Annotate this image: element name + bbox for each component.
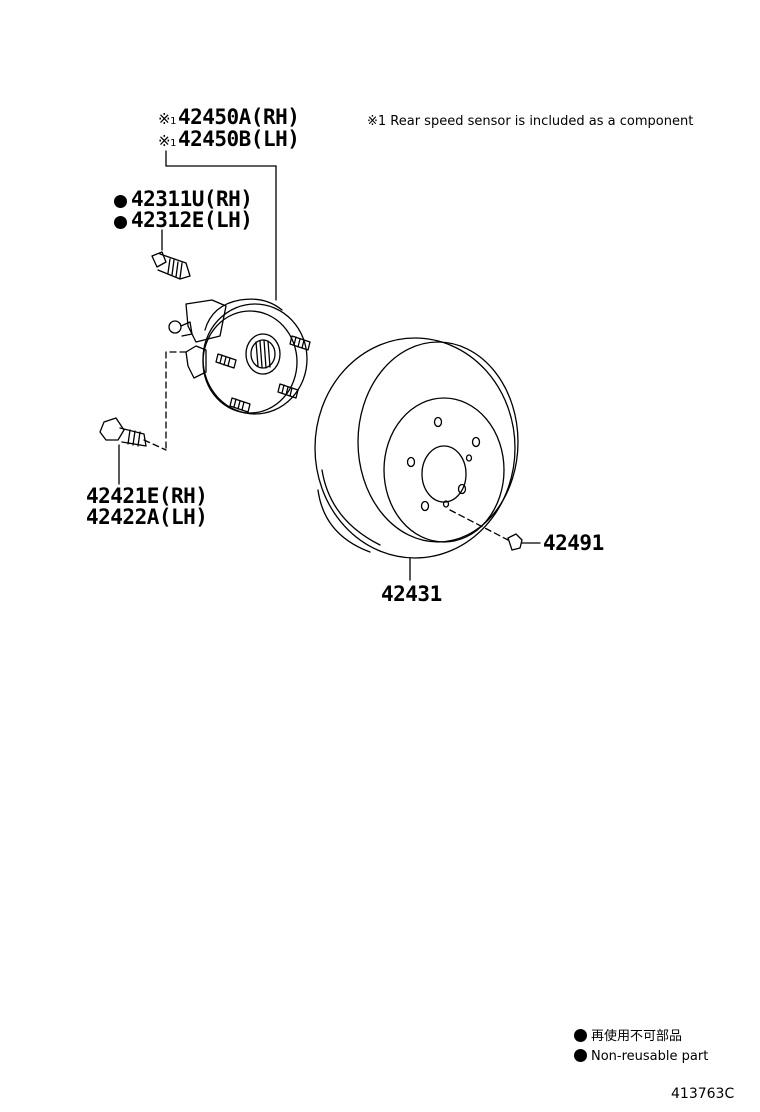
- non-reusable-dot-icon: [574, 1049, 587, 1062]
- legend-jp: 再使用不可部品: [574, 1029, 682, 1043]
- non-reusable-dot-icon: [114, 195, 127, 208]
- disc-label: 42431: [381, 582, 442, 606]
- disc-screw-drawing: [449, 509, 541, 551]
- brake-disc-drawing: [314, 337, 519, 559]
- mounting-bolt-rh-label: 42421E(RH): [86, 484, 208, 508]
- hub-assembly-drawing: [168, 298, 311, 415]
- hub-bolt-drawing: [151, 251, 191, 280]
- hub-bolt-rh-label: 42311U(RH): [114, 189, 253, 210]
- hub-rh-label: ※142450A(RH): [158, 105, 300, 129]
- component-mark-icon: ※1: [158, 110, 176, 128]
- component-note: ※1 Rear speed sensor is included as a co…: [367, 114, 694, 129]
- non-reusable-dot-icon: [114, 216, 127, 229]
- hub-leader-line: [165, 150, 277, 301]
- legend-en: Non-reusable part: [574, 1049, 708, 1063]
- hub-lh-label: ※142450B(LH): [158, 127, 300, 151]
- non-reusable-dot-icon: [574, 1029, 587, 1042]
- mounting-bolt-drawing: [99, 417, 147, 447]
- screw-label: 42491: [543, 531, 604, 555]
- component-mark-icon: ※1: [158, 132, 176, 150]
- alignment-dashed-line: [143, 351, 187, 451]
- mounting-bolt-lh-label: 42422A(LH): [86, 505, 208, 529]
- hub-bolt-lh-label: 42312E(LH): [114, 210, 253, 231]
- figure-code: 413763C: [671, 1086, 735, 1102]
